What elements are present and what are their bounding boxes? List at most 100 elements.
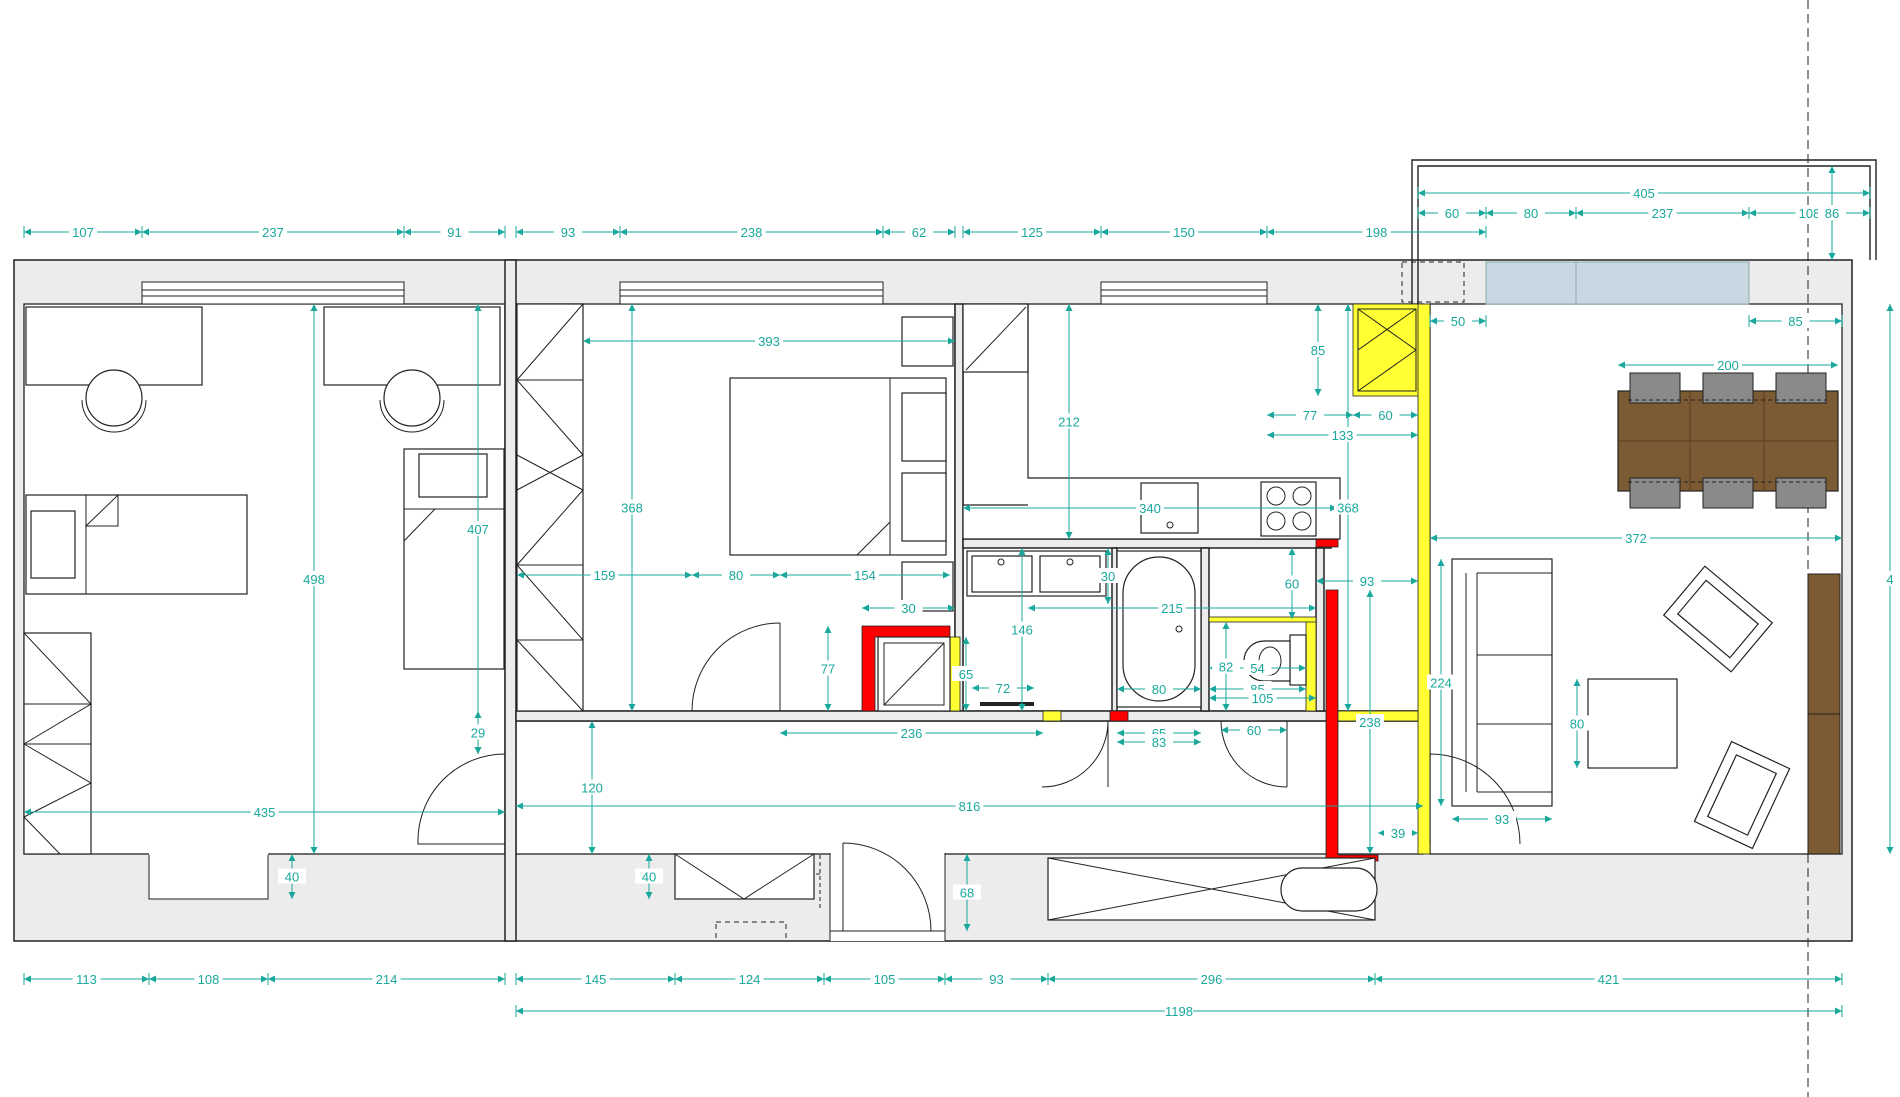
dimension-arrow [310,847,318,854]
dimension-arrow [24,808,31,816]
pantry-cabinet [962,303,1029,373]
dimension-arrow [1418,189,1425,197]
dimension-label-bg [69,224,97,239]
dimension-label: 421 [1598,972,1620,987]
dimension-arrow [824,704,832,711]
dimension-arrow [943,571,950,579]
dimension-arrow [1288,548,1296,555]
dimension-arrow [780,571,787,579]
dimension-arrow [1330,504,1337,512]
window-bedroom [619,281,884,305]
dimension-arrow [1576,209,1583,217]
dimension-arrow [1346,411,1353,419]
dimension-arrow [1194,685,1201,693]
dimension-arrow [1835,534,1842,542]
dimension-label: 214 [376,972,398,987]
chair-right [383,369,441,427]
dimension-label: 65 [959,667,973,682]
dimension-label-bg [1630,185,1658,200]
dimension-arrow [498,808,505,816]
dimension-arrow [516,975,523,983]
niche-room1 [149,853,268,899]
dimension-label: 77 [1303,408,1317,423]
dimension-label-bg [1371,407,1400,422]
dimension-arrow [1104,597,1112,604]
dimension-label: 212 [1058,415,1080,430]
dimension-label: 80 [1152,682,1166,697]
dimension-arrow [1486,209,1493,217]
dimension-label-bg [72,971,101,986]
window-living [1485,261,1750,305]
dimension-arrow [517,571,524,579]
dimension-label-bg [955,798,984,813]
dimension-arrow [1411,431,1418,439]
dimension-label: 405 [1633,186,1655,201]
dimension-label: 30 [901,601,915,616]
dimension-arrow [1366,847,1374,854]
wardrobe-bedroom [516,303,584,712]
dimension-arrow [817,975,824,983]
dimension-label: 198 [1366,225,1388,240]
dimension-arrow [1863,209,1870,217]
dimension-label-bg [1384,825,1412,840]
entry-jamb [829,853,946,941]
dimension-label-bg [1334,499,1362,515]
dimension-label-bg [1158,600,1186,615]
dimension-arrow [1863,189,1870,197]
dimension-arrow [963,854,971,861]
dimension-arrow [1366,590,1374,597]
windows [141,261,1750,305]
dimension-arrow [675,975,682,983]
dimension-arrow [1479,317,1486,325]
dimension-arrow [1117,738,1124,746]
dimension-label-bg [372,971,401,986]
dimension-arrow [1411,411,1418,419]
pillow-right [418,453,488,498]
dimension-label-bg [1197,971,1226,986]
dimension-arrow [1221,726,1228,734]
dimension-label-bg [440,224,469,239]
dimension-label: 1198 [1165,1004,1193,1019]
dimension-label: 40 [642,870,656,885]
dimension-arrow [1835,975,1842,983]
dimension-arrow [972,684,979,692]
dimension-label: 62 [912,225,926,240]
dimension-label-bg [590,567,619,582]
dimension-arrow [962,637,970,644]
dimension-label-bg [737,224,766,239]
dimension-arrow [1886,304,1894,311]
dimension-arrow [1288,612,1296,619]
yellow-wall-main [1417,303,1431,855]
dimension-label: 80 [729,568,743,583]
dimension-label: 159 [594,568,616,583]
dimension-arrow [963,924,971,931]
partition-wc-right [1315,547,1325,712]
dimension-label-bg [1296,407,1324,422]
dimension-label: 77 [821,662,835,677]
wc-cistern [1289,634,1307,686]
dimension-label-bg [722,567,750,582]
dimension-arrow [1018,548,1026,555]
dimension-arrow [876,228,883,236]
dimension-arrow [1618,361,1625,369]
dimension-label-bg [755,333,783,348]
dimension-label: 120 [581,781,603,796]
dimension-arrow [1437,559,1445,566]
dimension-arrow [948,604,955,612]
pillow-left [30,510,76,579]
dimension-arrow [1411,577,1418,585]
dimension-arrow [1222,704,1230,711]
dimension-label-bg [1145,734,1173,749]
dimension-arrow [474,711,482,718]
dimension-arrow [24,975,31,983]
dimension-arrow [1314,304,1322,311]
window-room1 [141,281,405,305]
dimension-label: 145 [585,972,607,987]
door-living [1429,753,1521,845]
dimension-label: 393 [758,334,780,349]
dimension-label: 80 [1570,717,1584,732]
dimension-arrow [1835,317,1842,325]
dimension-arrow [588,721,596,728]
